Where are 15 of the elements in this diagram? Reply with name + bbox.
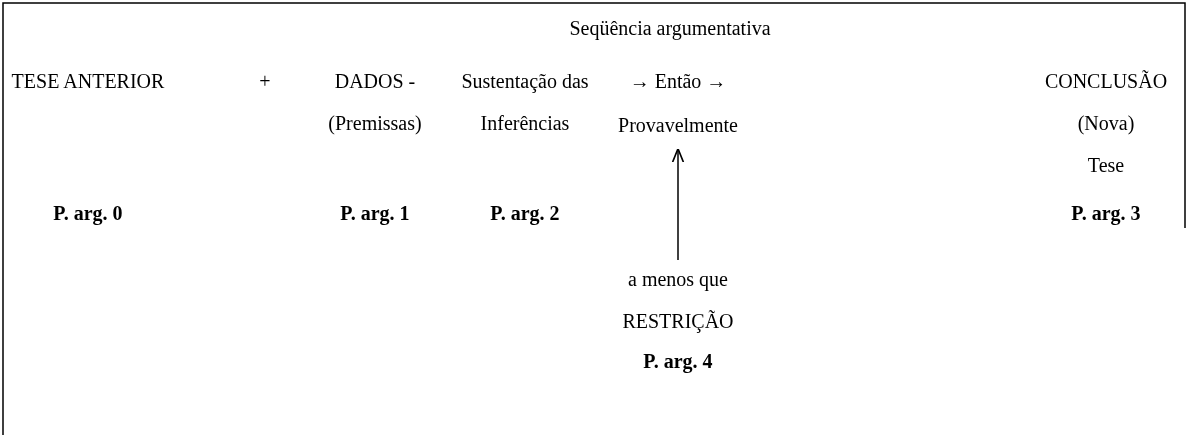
part-label: P. arg. 3 xyxy=(1070,201,1142,227)
argument-text: → Então → xyxy=(628,69,728,94)
title: Seqüência argumentativa xyxy=(568,16,772,42)
part-label: P. arg. 0 xyxy=(52,201,124,227)
plus-sign: + xyxy=(258,69,272,94)
arrow xyxy=(671,147,685,261)
part-label: P. arg. 1 xyxy=(339,201,411,227)
argument-text: TESE ANTERIOR xyxy=(10,69,166,94)
part-label: P. arg. 4 xyxy=(642,349,714,375)
argument-text: DADOS - (Premissas) xyxy=(327,69,423,136)
argument-text: Provavelmente xyxy=(617,113,739,138)
argument-text: a menos que RESTRIÇÃO xyxy=(621,267,735,335)
argument-text: CONCLUSÃO (Nova) Tese xyxy=(1043,69,1169,178)
part-label: P. arg. 2 xyxy=(489,201,561,227)
argument-text: Sustentação das Inferências xyxy=(460,69,590,136)
